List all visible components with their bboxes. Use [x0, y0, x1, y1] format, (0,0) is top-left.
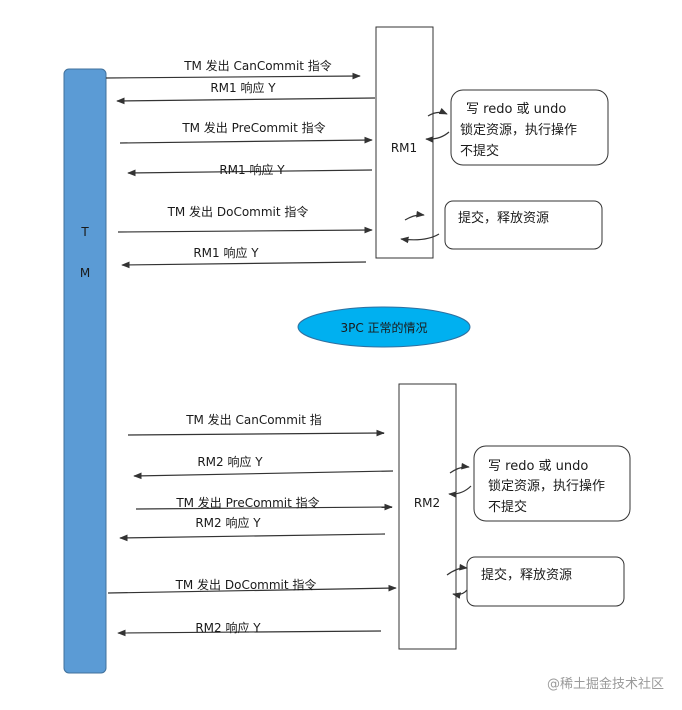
rm2-msg-3-arrow [135, 503, 393, 511]
rm2-note-1-line-2: 锁定资源，执行操作 [488, 478, 605, 494]
rm1-msg-2-arrow [116, 97, 376, 105]
rm1-msg-6-label: RM1 响应 Y [193, 245, 259, 260]
rm2-msg-2-arrow [133, 470, 394, 480]
watermark-text: @稀土掘金技术社区 [547, 676, 664, 692]
rm1-msg-1-arrow [105, 72, 361, 80]
rm1-label: RM1 [391, 141, 417, 155]
rm1-note-1 [450, 89, 609, 166]
rm1-note-2-connector-out [404, 210, 425, 221]
rm2-msg-5-label: TM 发出 DoCommit 指令 [175, 577, 317, 592]
rm2-note-1-connector-in [448, 485, 472, 498]
rm1-msg-3-arrow [119, 136, 373, 144]
rm1-note-1-connector-out [427, 107, 448, 117]
rm1-box [375, 26, 434, 259]
rm2-msg-3-label: TM 发出 PreCommit 指令 [175, 495, 319, 510]
rm1-note-1-line-2: 锁定资源，执行操作 [460, 122, 577, 138]
rm2-msg-5-arrow [107, 584, 397, 594]
rm2-msg-4-arrow [119, 533, 386, 542]
rm2-note-1-line-3: 不提交 [488, 499, 527, 515]
rm1-note-2 [444, 200, 603, 250]
rm2-note-2-connector-out [446, 563, 468, 576]
center-ellipse-label: 3PC 正常的情况 [340, 320, 427, 335]
rm2-msg-1-arrow [127, 429, 385, 437]
rm1-note-1-line-1: 写 redo 或 undo [466, 102, 566, 117]
rm2-msg-2-label: RM2 响应 Y [197, 454, 263, 469]
rm2-note-1-line-1: 写 redo 或 undo [488, 459, 588, 474]
rm2-note-1-connector-out [449, 462, 470, 474]
rm2-note-2-connector-in [452, 589, 468, 599]
rm2-msg-6-arrow [117, 629, 382, 637]
rm1-msg-1-label: TM 发出 CanCommit 指令 [183, 58, 332, 73]
tm-label-t: T [80, 225, 89, 239]
rm2-label: RM2 [414, 496, 440, 510]
rm1-note-2-text: 提交，释放资源 [458, 210, 549, 226]
rm1-note-1-connector-in [425, 131, 450, 143]
rm1-msg-5-arrow [117, 226, 373, 234]
rm1-note-2-connector-in [400, 233, 440, 244]
rm2-box [398, 383, 457, 650]
rm2-note-2-text: 提交，释放资源 [481, 567, 572, 583]
rm1-msg-4-label: RM1 响应 Y [219, 162, 285, 177]
rm2-msg-1-label: TM 发出 CanCommit 指 [185, 412, 322, 427]
center-ellipse [297, 306, 471, 348]
rm2-note-2 [466, 556, 625, 607]
rm2-msg-6-label: RM2 响应 Y [195, 620, 261, 635]
rm1-msg-2-label: RM1 响应 Y [210, 80, 276, 95]
tm-lifeline [63, 68, 107, 674]
rm1-note-1-line-3: 不提交 [460, 143, 499, 159]
rm1-msg-6-arrow [121, 261, 367, 269]
rm2-note-1 [473, 445, 631, 522]
rm1-msg-5-label: TM 发出 DoCommit 指令 [167, 204, 309, 219]
tm-label-m: M [80, 266, 90, 280]
rm2-msg-4-label: RM2 响应 Y [195, 515, 261, 530]
rm1-msg-3-label: TM 发出 PreCommit 指令 [181, 120, 325, 135]
rm1-msg-4-arrow [127, 169, 373, 177]
